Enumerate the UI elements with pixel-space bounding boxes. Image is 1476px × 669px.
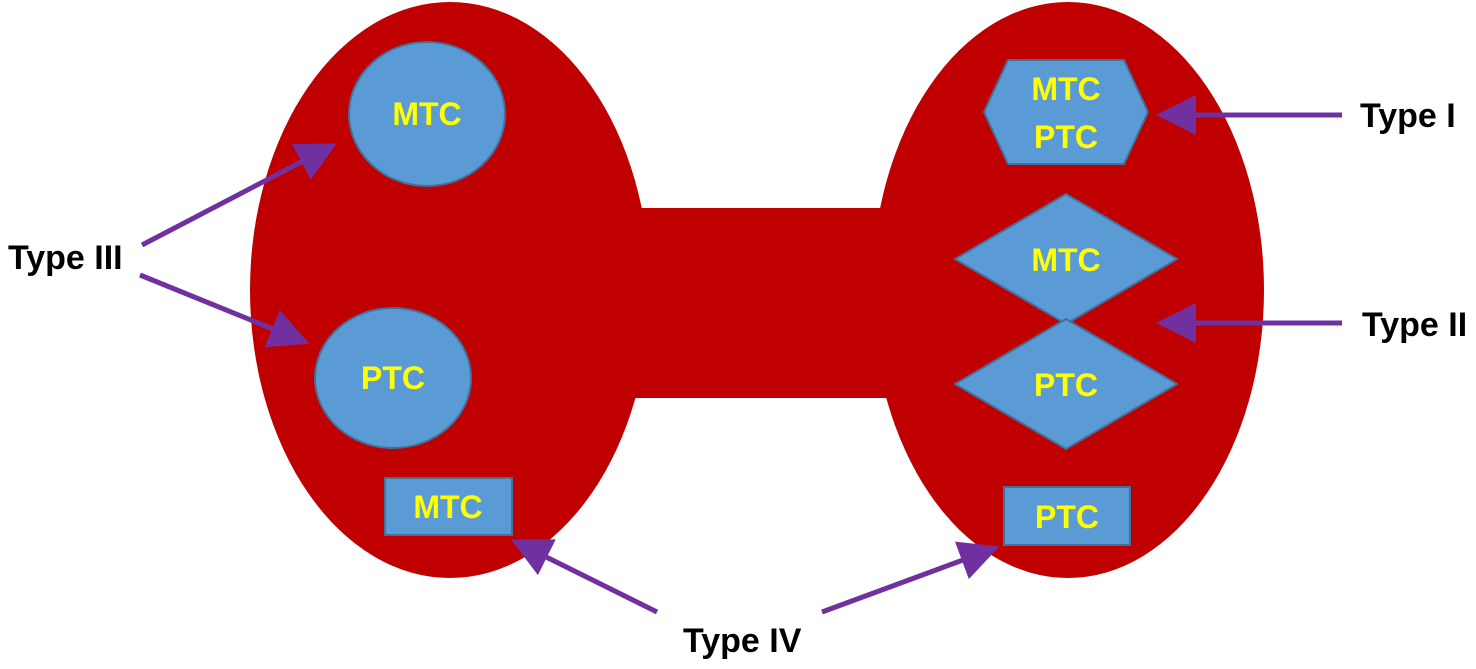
left-lobe-tumors: MTC PTC MTC (314, 41, 513, 536)
right-upper-diamond-label: MTC (1031, 242, 1100, 278)
right-rectangle (1003, 486, 1131, 546)
right-lower-diamond (953, 317, 1179, 451)
left-upper-circle-label: MTC (392, 96, 461, 132)
right-lower-diamond-label: PTC (1034, 367, 1098, 403)
type-2-label: Type II (1362, 306, 1467, 344)
isthmus (560, 208, 940, 398)
type-3-label: Type III (8, 239, 123, 277)
right-hexagon-label-line1: MTC (1031, 71, 1100, 107)
arrow-type-4-right (821, 541, 1000, 615)
arrows (139, 95, 1342, 615)
left-upper-circle (348, 41, 506, 187)
arrow-type-3-upper (140, 143, 337, 248)
right-hexagon (982, 59, 1150, 165)
left-rectangle (384, 477, 513, 536)
arrow-type-4-left (511, 539, 659, 615)
type-1-label: Type I (1360, 97, 1456, 135)
right-hexagon-label-line2: PTC (1034, 119, 1098, 155)
right-lobe-tumors: MTC PTC MTC PTC PTC (953, 59, 1179, 546)
left-lower-circle (314, 307, 472, 449)
right-rectangle-label: PTC (1035, 499, 1099, 535)
type-4-label: Type IV (683, 622, 802, 660)
left-lower-circle-label: PTC (361, 360, 425, 396)
type-labels: Type I Type II Type III Type IV (8, 97, 1467, 660)
arrow-type-3-lower (139, 272, 310, 348)
left-rectangle-label: MTC (413, 489, 482, 525)
